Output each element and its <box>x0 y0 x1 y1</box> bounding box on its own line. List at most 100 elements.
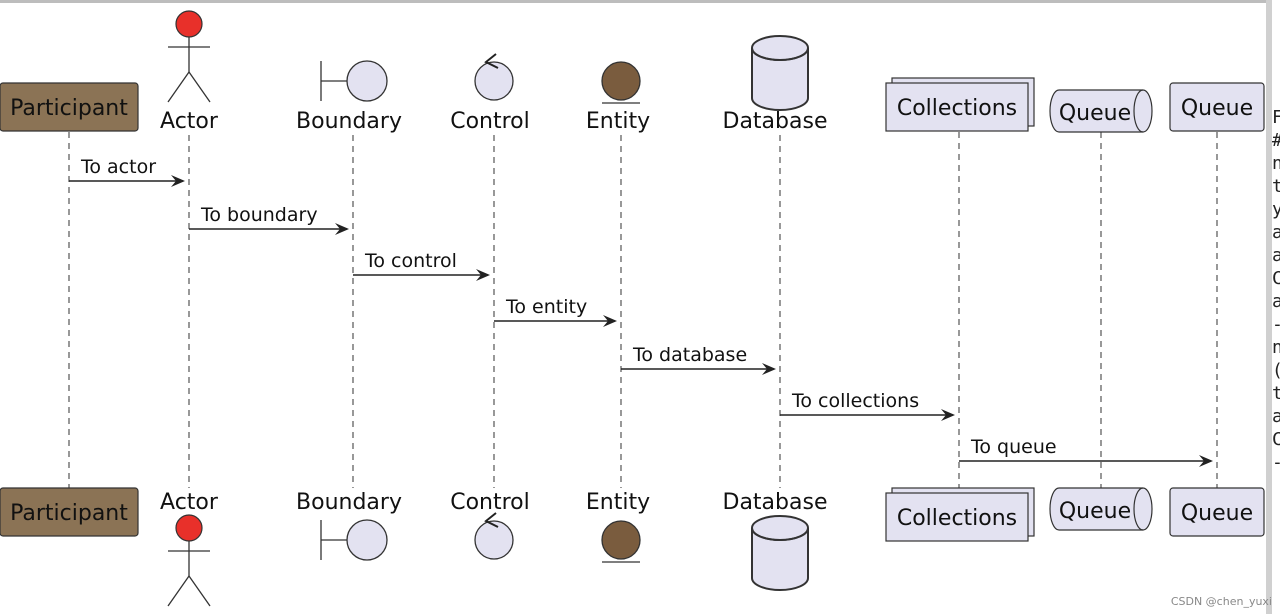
actor-label: Actor <box>160 490 219 515</box>
entity-icon <box>601 520 641 560</box>
database-label: Database <box>723 109 828 134</box>
participant-box <box>0 487 139 537</box>
participant-label: Participant <box>10 96 128 121</box>
arrowhead-icon <box>603 315 617 327</box>
participant-control-top: Control <box>450 53 530 134</box>
arrowhead-icon <box>171 175 185 187</box>
actor-leg-icon <box>167 575 190 607</box>
control-label: Control <box>450 490 530 515</box>
message-label: To boundary <box>200 204 318 226</box>
entity-label: Entity <box>586 109 650 134</box>
side-panel-char: a <box>1272 291 1280 312</box>
message-label: To control <box>364 250 457 272</box>
participant-queue2-top: Queue <box>1169 82 1265 132</box>
collections-label: Collections <box>897 506 1017 531</box>
side-panel-char: C <box>1272 268 1280 289</box>
actor-leg-icon <box>188 71 211 103</box>
collections-box <box>885 82 1029 132</box>
side-panel-char: a <box>1272 222 1280 243</box>
actor-head-icon <box>175 514 203 542</box>
queue2-box <box>1169 82 1265 132</box>
participant-queue1-top: Queue <box>1049 89 1153 133</box>
side-panel-char: - <box>1272 451 1280 474</box>
actor-head-icon <box>175 10 203 38</box>
boundary-icon <box>346 60 388 102</box>
message-5: To database <box>621 344 776 375</box>
side-panel-char: F <box>1272 107 1280 128</box>
participant-participant-top: Participant <box>0 82 139 132</box>
actor-leg-icon <box>188 575 211 607</box>
boundary-icon <box>346 519 388 561</box>
entity-label: Entity <box>586 490 650 515</box>
queue1-label: Queue <box>1059 101 1131 126</box>
arrowhead-icon <box>762 363 776 375</box>
message-7: To queue <box>959 436 1213 467</box>
participant-actor-top: Actor <box>160 10 219 134</box>
participant-participant-bottom: Participant <box>0 487 139 537</box>
queue2-label: Queue <box>1181 96 1253 121</box>
control-icon <box>474 520 514 560</box>
message-label: To entity <box>505 296 587 318</box>
participant-entity-top: Entity <box>586 61 650 134</box>
participant-control-bottom: Control <box>450 490 530 560</box>
message-label: To collections <box>791 390 919 412</box>
boundary-label: Boundary <box>296 490 402 515</box>
participant-boundary-bottom: Boundary <box>296 490 402 561</box>
collections-label: Collections <box>897 96 1017 121</box>
watermark: CSDN @chen_yuxi <box>1170 595 1272 608</box>
side-panel-char: a <box>1272 406 1280 427</box>
control-icon <box>474 61 514 101</box>
queue-rim-icon <box>1133 487 1144 531</box>
message-3: To control <box>353 250 490 281</box>
message-label: To database <box>632 344 747 366</box>
side-panel-char: t <box>1272 176 1280 197</box>
message-6: To collections <box>780 390 955 421</box>
queue-rim-icon <box>1133 89 1144 133</box>
side-panel-char: t <box>1272 383 1280 404</box>
queue2-label: Queue <box>1181 501 1253 526</box>
control-label: Control <box>450 109 530 134</box>
participant-actor-bottom: Actor <box>160 490 219 607</box>
participant-database-top: Database <box>723 35 828 134</box>
control-arrow-icon <box>484 512 499 528</box>
queue1-label: Queue <box>1059 499 1131 524</box>
participant-boundary-top: Boundary <box>296 60 402 134</box>
boundary-label: Boundary <box>296 109 402 134</box>
participant-box <box>0 82 139 132</box>
message-2: To boundary <box>189 204 349 235</box>
side-panel-char: - <box>1272 313 1280 336</box>
database-cylinder-icon <box>751 48 809 111</box>
participant-collections-bottom: Collections <box>885 487 1035 542</box>
arrowhead-icon <box>1199 455 1213 467</box>
database-cylinder-icon <box>751 528 809 591</box>
participant-entity-bottom: Entity <box>586 490 650 563</box>
database-rim-icon <box>751 527 809 541</box>
actor-leg-icon <box>167 71 190 103</box>
side-panel-char: a <box>1272 245 1280 266</box>
participant-queue1-bottom: Queue <box>1049 487 1153 531</box>
message-label: To queue <box>970 436 1057 458</box>
database-label: Database <box>723 490 828 515</box>
side-panel-char: n <box>1272 153 1280 174</box>
side-panel-char: ( <box>1272 359 1280 382</box>
control-arrow-icon <box>484 53 499 69</box>
actor-label: Actor <box>160 109 219 134</box>
side-panel-char: y <box>1272 199 1280 220</box>
arrowhead-icon <box>476 269 490 281</box>
entity-icon <box>601 61 641 101</box>
collections-box <box>885 492 1029 542</box>
arrowhead-icon <box>941 409 955 421</box>
participant-collections-top: Collections <box>885 77 1035 132</box>
database-rim-icon <box>751 47 809 61</box>
side-panel-char: C <box>1272 429 1280 450</box>
arrowhead-icon <box>335 223 349 235</box>
participant-queue2-bottom: Queue <box>1169 487 1265 537</box>
message-label: To actor <box>80 156 156 178</box>
side-panel-char: # <box>1272 129 1280 152</box>
participant-database-bottom: Database <box>723 490 828 591</box>
queue2-box <box>1169 487 1265 537</box>
side-panel-char: n <box>1272 337 1280 358</box>
